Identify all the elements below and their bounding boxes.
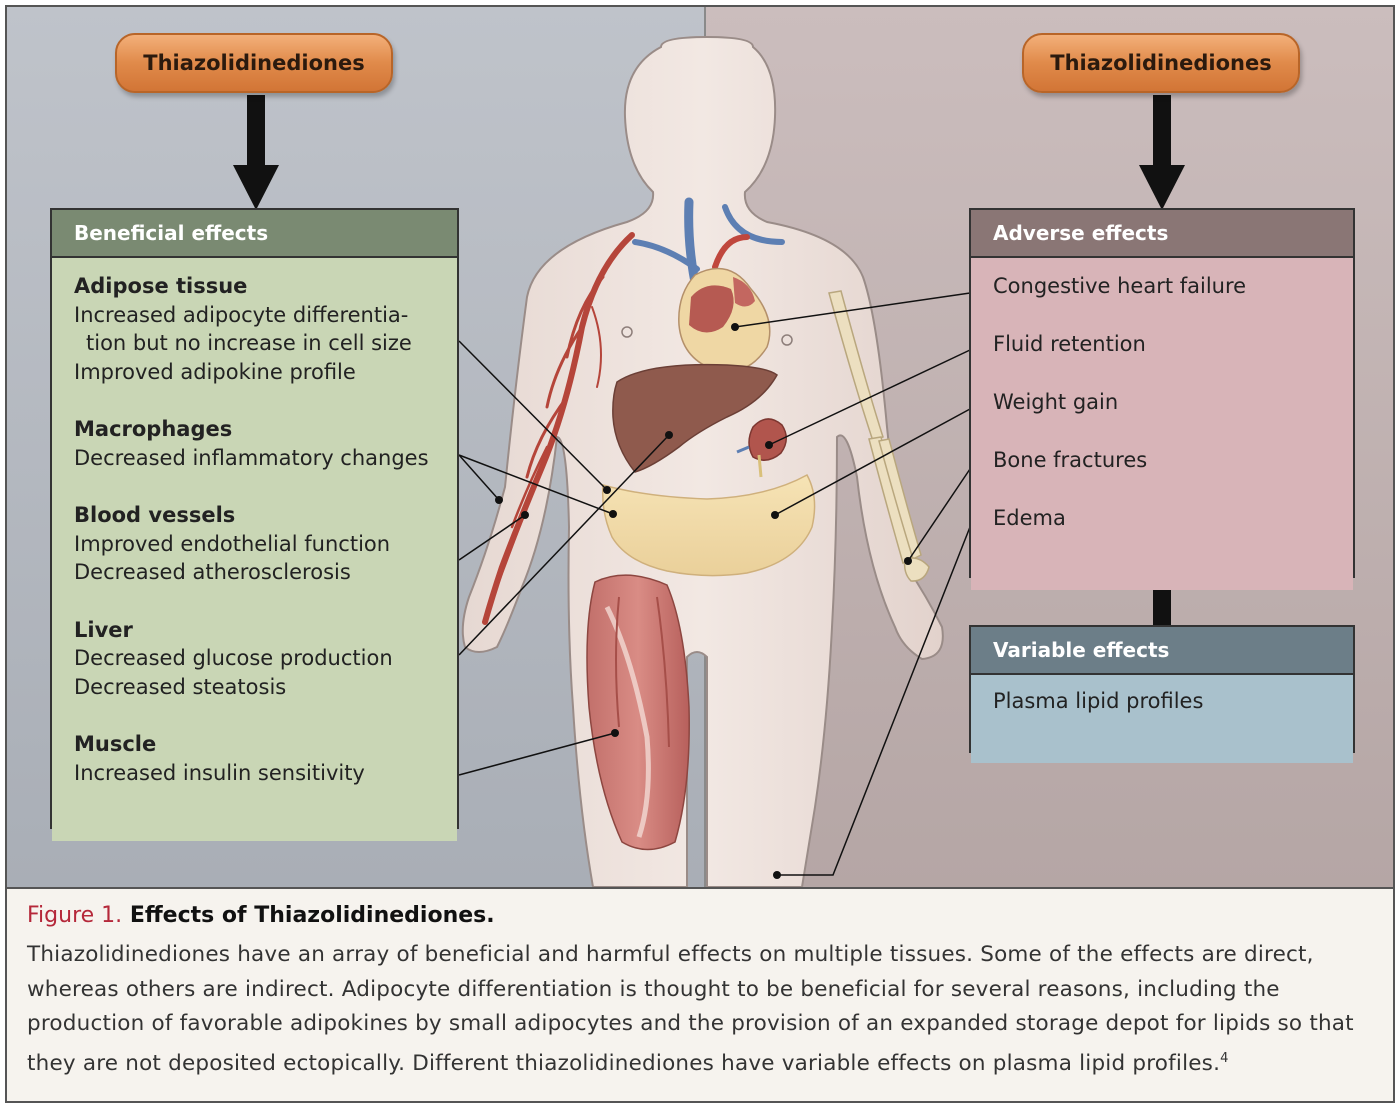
tissue-name: Muscle	[74, 732, 157, 756]
adverse-item: Fluid retention	[993, 332, 1146, 356]
effect-line: Increased adipocyte differentia-	[74, 302, 409, 327]
beneficial-effects-body: Adipose tissue Increased adipocyte diffe…	[52, 258, 457, 841]
drug-label-left: Thiazolidinediones	[143, 51, 365, 75]
variable-item: Plasma lipid profiles	[993, 689, 1204, 713]
tissue-name: Liver	[74, 617, 133, 642]
thigh-muscle	[586, 574, 690, 851]
adverse-item: Edema	[993, 506, 1066, 530]
effect-group-adipose: Adipose tissue Increased adipocyte diffe…	[74, 272, 457, 386]
body-silhouette	[461, 35, 944, 887]
caption-text: Thiazolidinediones have an array of bene…	[27, 942, 1354, 1076]
caption-title-line: Figure 1. Effects of Thiazolidinediones.	[27, 903, 1393, 928]
adverse-effects-box: Adverse effects Congestive heart failure…	[969, 208, 1355, 590]
figure-caption: Figure 1. Effects of Thiazolidinediones.…	[7, 887, 1393, 1101]
effect-line: Improved endothelial function	[74, 531, 391, 556]
artery-tree	[482, 232, 635, 625]
adverse-item: Weight gain	[993, 390, 1119, 414]
beneficial-effects-header: Beneficial effects	[52, 210, 457, 258]
effect-line: Increased insulin sensitivity	[74, 760, 365, 785]
leader-dots	[495, 323, 912, 879]
tissue-name: Blood vessels	[74, 503, 236, 527]
effect-group-liver: Liver Decreased glucose production Decre…	[74, 616, 457, 702]
adipose-tissue	[601, 473, 816, 577]
arrow-right	[1139, 95, 1185, 210]
drug-pill-right: Thiazolidinediones	[1022, 33, 1300, 93]
figure-title: Effects of Thiazolidinediones.	[129, 903, 495, 928]
effect-group-blood-vessels: Blood vessels Improved endothelial funct…	[74, 501, 457, 587]
variable-effects-body: Plasma lipid profiles	[971, 675, 1353, 763]
effect-group-muscle: Muscle Increased insulin sensitivity	[74, 730, 457, 787]
footnote-ref: 4	[1220, 1050, 1229, 1066]
effect-line: Decreased inflammatory changes	[74, 445, 429, 470]
kidney	[736, 418, 787, 478]
tissue-name: Adipose tissue	[74, 274, 248, 298]
effect-line: tion but no increase in cell size	[86, 331, 412, 355]
adverse-effects-body: Congestive heart failure Fluid retention…	[971, 258, 1353, 590]
figure-label: Figure 1.	[27, 903, 123, 928]
beneficial-effects-box: Beneficial effects Adipose tissue Increa…	[50, 208, 459, 841]
figure-frame: Thiazolidinediones Thiazolidinediones Be…	[5, 5, 1395, 1103]
arm-bones	[828, 290, 930, 582]
tissue-name: Macrophages	[74, 417, 233, 441]
leader-lines	[458, 292, 971, 876]
effect-group-macrophages: Macrophages Decreased inflammatory chang…	[74, 415, 457, 472]
effect-line: Decreased atherosclerosis	[74, 560, 351, 584]
variable-effects-header: Variable effects	[971, 627, 1353, 675]
effect-line: Decreased glucose production	[74, 646, 393, 670]
variable-effects-box: Variable effects Plasma lipid profiles	[969, 625, 1355, 763]
drug-pill-left: Thiazolidinediones	[115, 33, 393, 93]
effect-line: Decreased steatosis	[74, 674, 287, 699]
effect-line: Improved adipokine profile	[74, 359, 356, 384]
body-illustration	[233, 35, 1185, 887]
adverse-item: Congestive heart failure	[993, 274, 1247, 298]
caption-body: Thiazolidinediones have an array of bene…	[27, 938, 1393, 1081]
arrow-left	[233, 95, 279, 210]
adverse-item: Bone fractures	[993, 448, 1148, 472]
heart	[678, 267, 771, 373]
nipples	[621, 326, 793, 346]
adverse-effects-header: Adverse effects	[971, 210, 1353, 258]
liver	[612, 363, 778, 473]
drug-label-right: Thiazolidinediones	[1050, 51, 1272, 75]
